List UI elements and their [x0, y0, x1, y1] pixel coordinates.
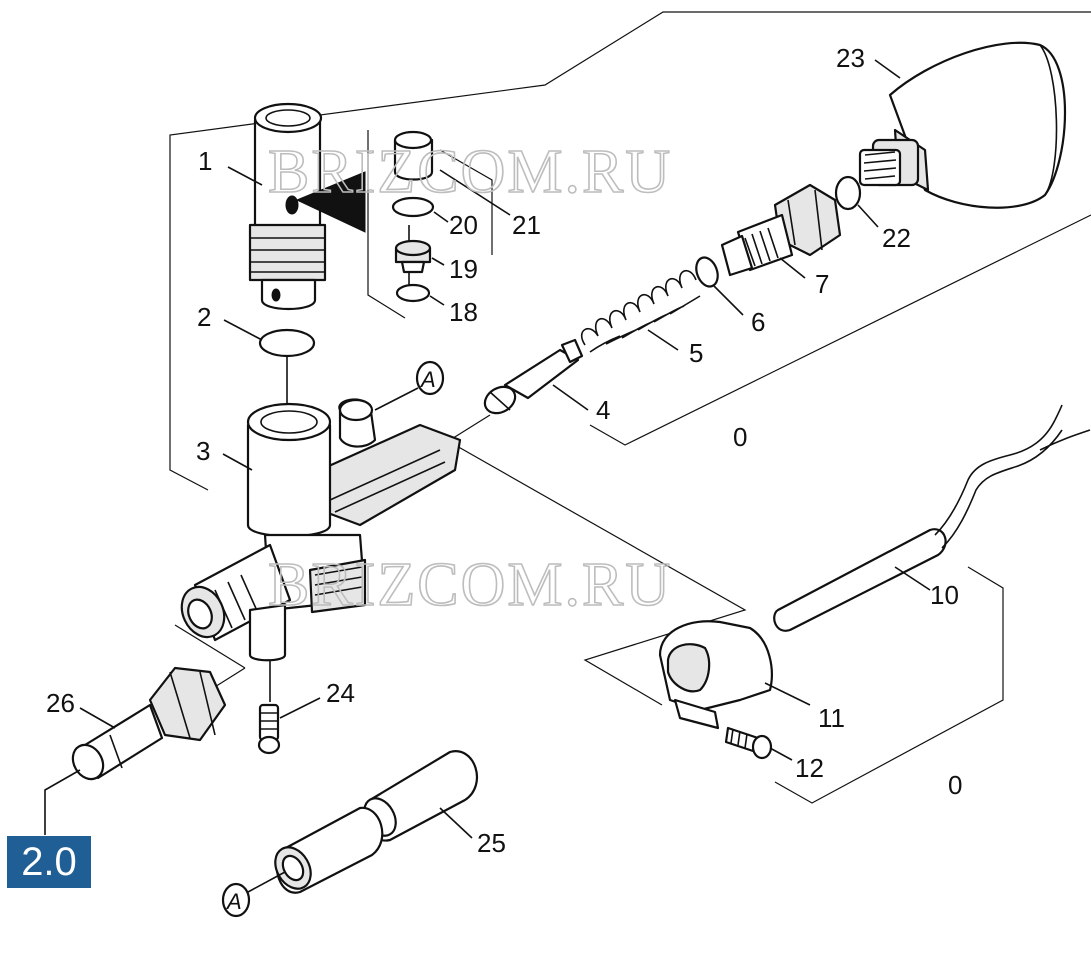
part-24-screw: [257, 703, 281, 755]
label-part-19: 19: [449, 254, 478, 284]
part-26-nozzle: [71, 666, 227, 781]
part-7-union-fitting: [720, 183, 842, 277]
part-20-o-ring: [391, 196, 435, 218]
part-labels: 1 2 3 4 5 6 7 0 10 11 12 0 18 19 20 21 2…: [46, 43, 962, 858]
label-part-11: 11: [818, 703, 845, 733]
label-part-1: 1: [198, 146, 212, 176]
label-part-3: 3: [196, 436, 210, 466]
part-10-sensor-rod: [773, 404, 1091, 632]
label-part-23: 23: [836, 43, 865, 73]
part-22-o-ring: [834, 175, 862, 211]
part-23-accumulator: [858, 41, 1067, 209]
assembly-outline-0-lower: [774, 566, 1004, 804]
label-part-6: 6: [751, 307, 765, 337]
label-part-22: 22: [882, 223, 911, 253]
label-part-20: 20: [449, 210, 478, 240]
part-5-spring: [580, 269, 701, 353]
label-part-21: 21: [512, 210, 541, 240]
callout-a-upper-text: A: [419, 367, 436, 392]
part-12-screw: [724, 726, 773, 760]
part-1-valve-insert: [248, 102, 366, 310]
label-part-25: 25: [477, 828, 506, 858]
callout-a-upper: A: [374, 360, 445, 411]
label-part-2: 2: [197, 302, 211, 332]
part-18-o-ring: [395, 283, 431, 303]
label-part-7: 7: [815, 269, 829, 299]
callout-a-lower-text: A: [225, 889, 242, 914]
part-25-hose-sleeve: [274, 750, 478, 894]
part-19-valve-seat: [394, 239, 432, 274]
part-3-valve-body: [180, 398, 462, 662]
label-part-26: 26: [46, 688, 75, 718]
watermark-upper: BRIZCOM.RU: [268, 138, 672, 206]
leader-lines: [44, 59, 931, 839]
label-part-4: 4: [596, 395, 610, 425]
bracket-outline-21: [367, 130, 493, 319]
label-part-24: 24: [326, 678, 355, 708]
label-part-18: 18: [449, 297, 478, 327]
label-part-10: 10: [930, 580, 959, 610]
part-4-piston: [483, 338, 584, 415]
part-21-cap: [393, 130, 434, 181]
label-part-0-upper: 0: [733, 422, 747, 452]
callout-a-lower: A: [221, 871, 286, 918]
label-part-0-lower: 0: [948, 770, 962, 800]
part-11-clamp: [658, 620, 773, 730]
label-part-12: 12: [795, 753, 824, 783]
part-2-o-ring: [258, 328, 316, 358]
assembly-outline-0-upper: [169, 11, 1091, 491]
watermark-lower: BRIZCOM.RU: [268, 551, 672, 619]
label-part-5: 5: [689, 338, 703, 368]
part-6-o-ring: [695, 256, 719, 288]
section-number-badge: 2.0: [7, 836, 91, 888]
